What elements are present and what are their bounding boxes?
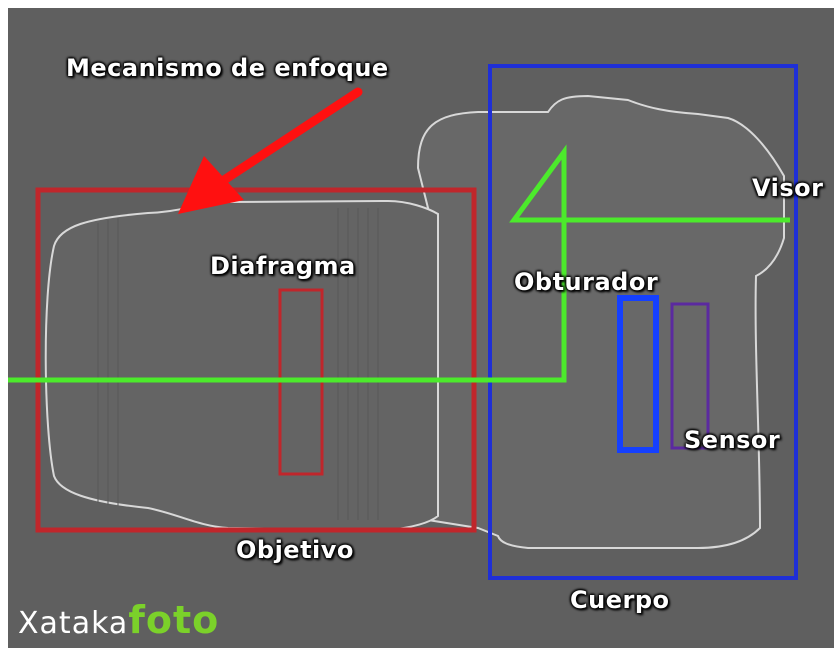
body-box [488,64,798,580]
xataka-foto-logo: Xatakafoto [18,598,219,642]
sensor-label: Sensor [684,426,781,454]
shutter-label: Obturador [514,268,659,296]
logo-brand: Xataka [18,606,129,641]
diagram-canvas: Mecanismo de enfoque Diafragma Obturador… [8,8,834,648]
lens-outline [44,199,439,532]
logo-product: foto [128,598,220,642]
viewfinder-label: Visor [752,174,824,202]
shutter-marker [617,295,659,453]
sensor-marker [670,302,710,450]
focus-mechanism-label: Mecanismo de enfoque [66,54,389,82]
camera-diagram [8,64,798,580]
lens-ribbing [97,208,379,520]
focus-arrow [178,87,363,214]
camera-body-outline [416,94,785,549]
aperture-label: Diafragma [210,252,356,280]
lens-box [35,187,477,533]
lens-label: Objetivo [236,536,354,564]
body-label: Cuerpo [570,586,670,614]
light-path [8,144,790,383]
